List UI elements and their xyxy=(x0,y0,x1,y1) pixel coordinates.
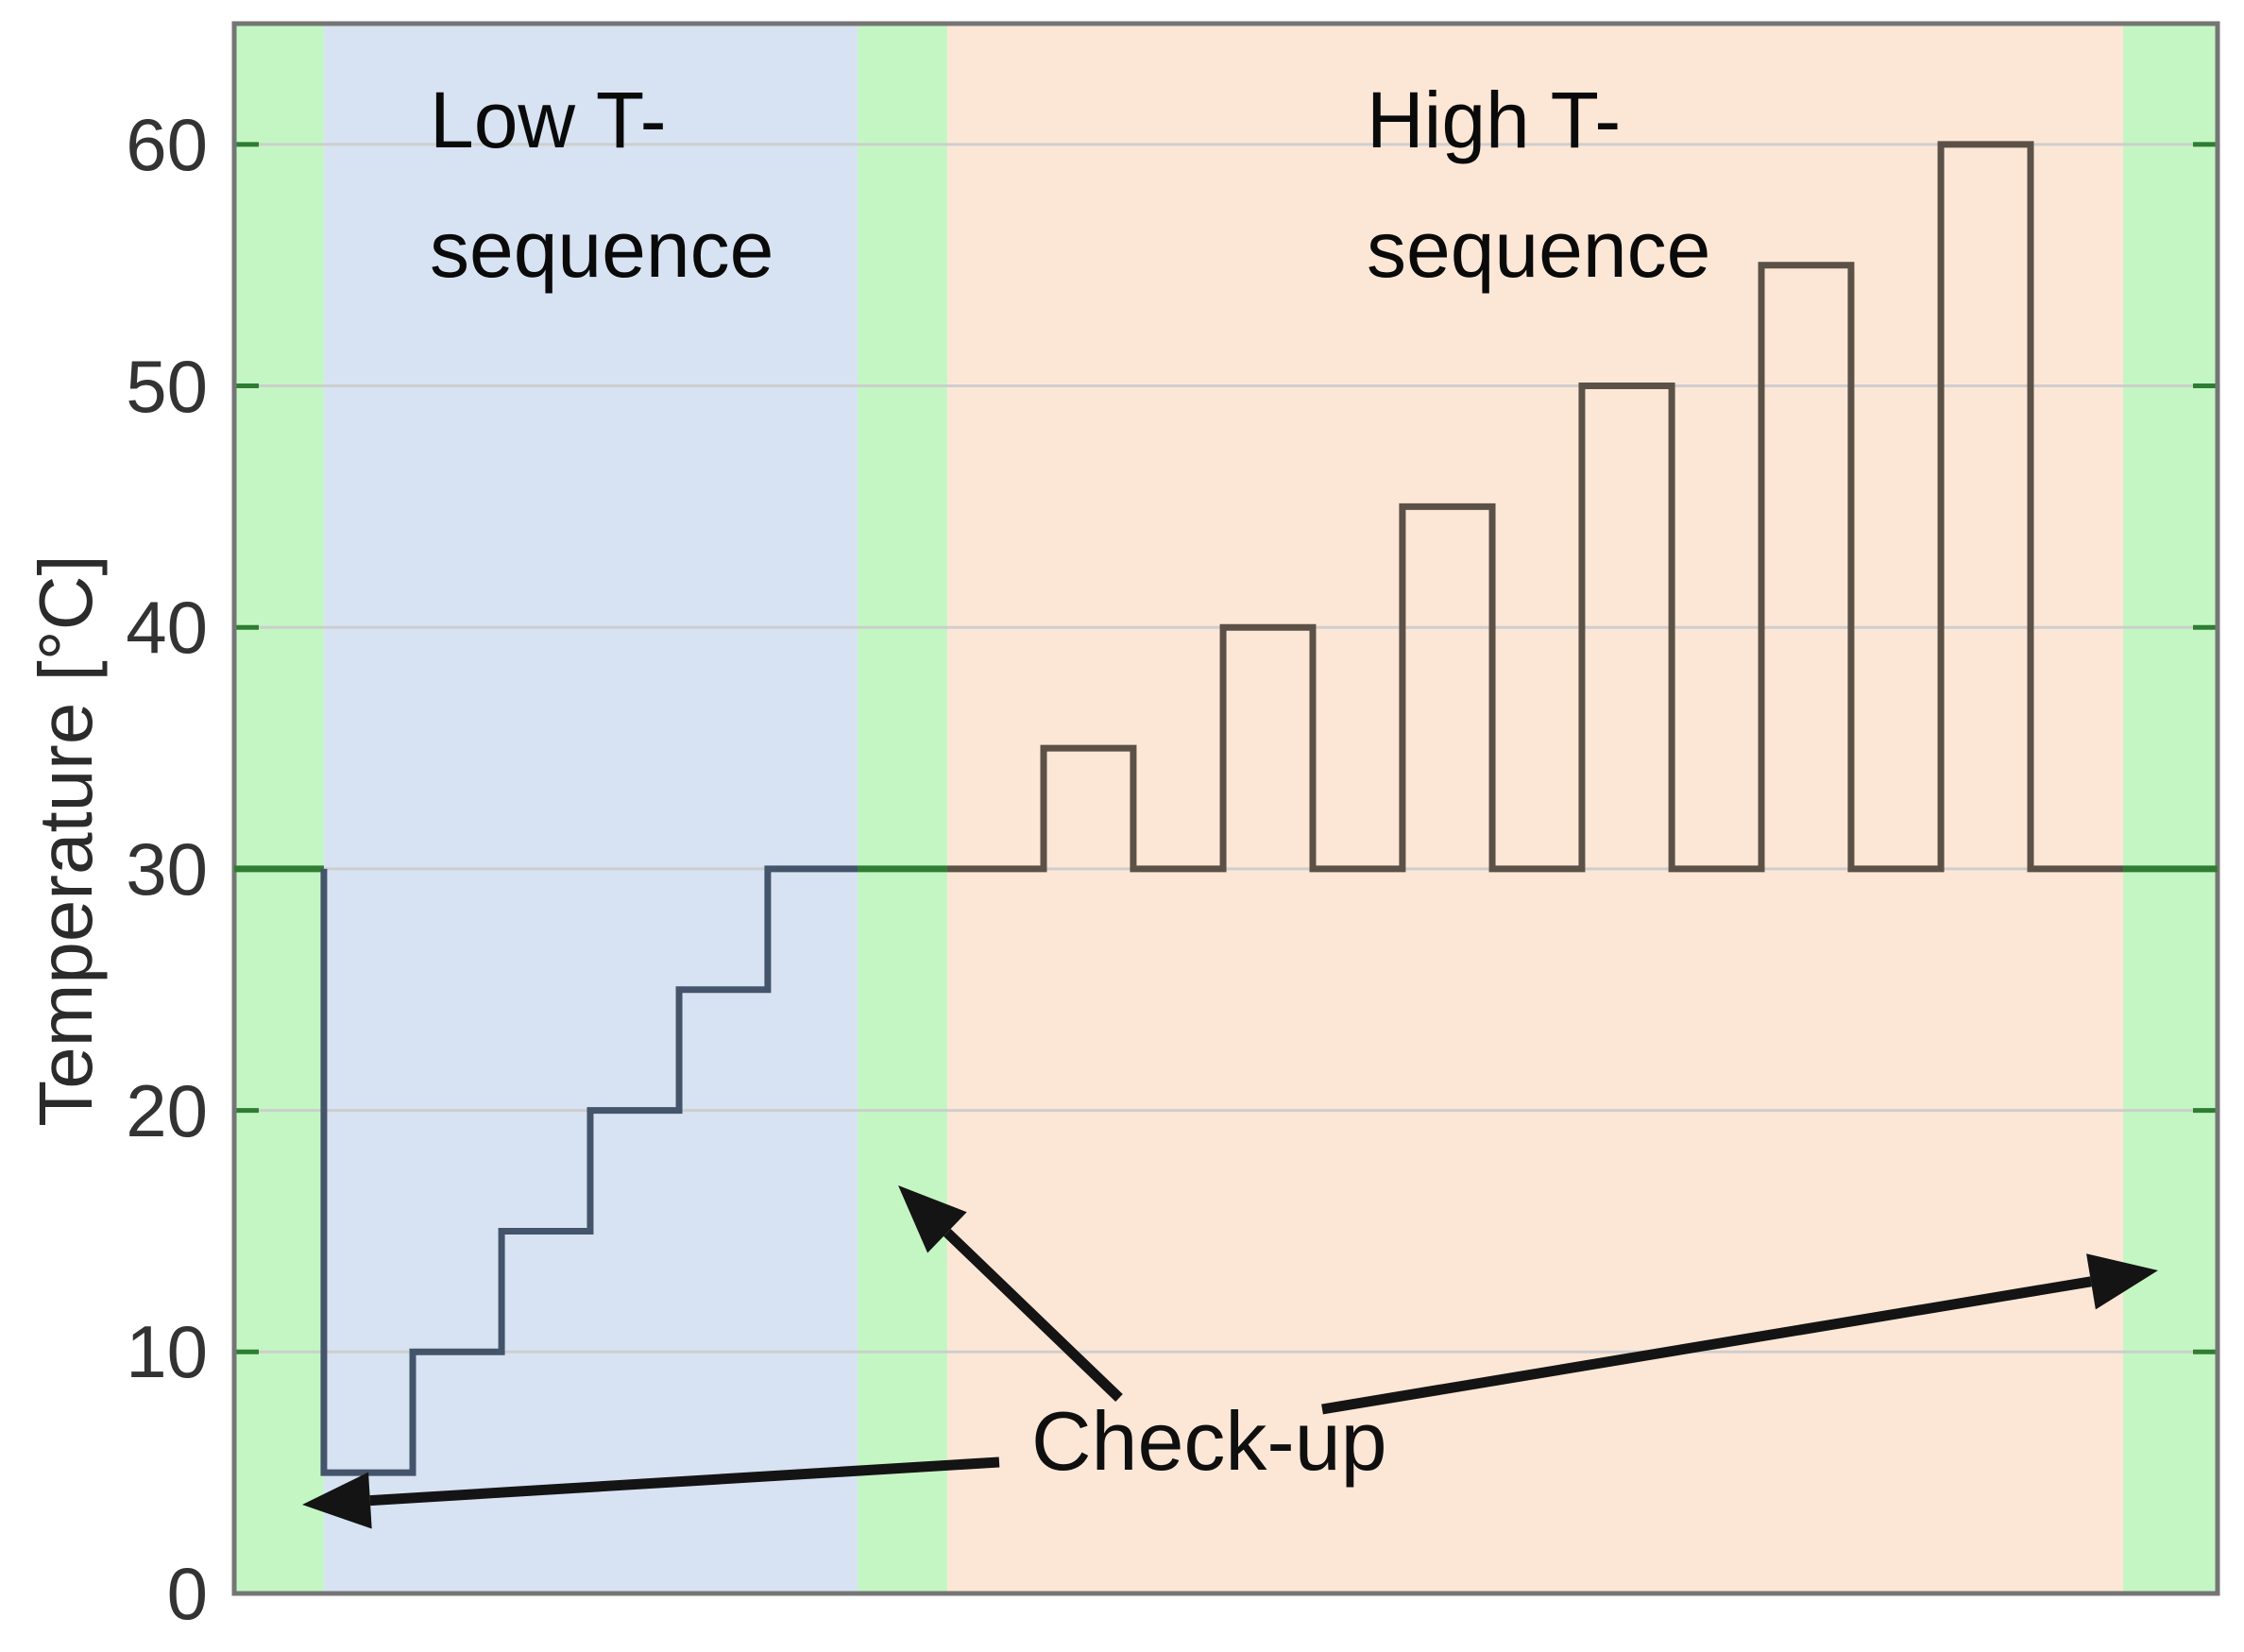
arrow-to-middle-checkup-head xyxy=(898,1185,967,1253)
region-high-t-sequence xyxy=(946,24,2124,1593)
region-low-t-sequence xyxy=(323,24,858,1593)
series-low-t-steps xyxy=(320,865,858,1476)
y-axis-tick-label-0: 0 xyxy=(166,1552,208,1635)
arrow-to-right-checkup-head xyxy=(2086,1253,2158,1310)
region-check-up-middle xyxy=(858,24,947,1593)
region-check-up-right xyxy=(2123,24,2218,1593)
high-t-sequence-label-line2: sequence xyxy=(1367,205,1711,294)
high-t-sequence-label-line1: High T- xyxy=(1367,76,1622,164)
check-up-label: Check-up xyxy=(1031,1394,1387,1488)
y-axis-tick-label-10: 10 xyxy=(126,1310,208,1394)
low-t-sequence-label-line1: Low T- xyxy=(430,76,667,164)
arrow-to-middle-checkup-shaft xyxy=(944,1228,1123,1402)
high-t-sequence-label: High T- sequence xyxy=(1367,56,1710,315)
y-axis-tick-label-50: 50 xyxy=(126,344,208,428)
y-axis-tick-label-30: 30 xyxy=(126,826,208,911)
low-t-sequence-label-line2: sequence xyxy=(430,205,774,294)
low-t-sequence-label: Low T- sequence xyxy=(430,56,774,315)
arrow-to-left-checkup-shaft xyxy=(369,1456,1000,1507)
region-check-up-left xyxy=(234,24,324,1593)
plot-border xyxy=(231,21,2220,1596)
arrow-to-right-checkup-shaft xyxy=(1321,1276,2092,1415)
series-high-t-pulses xyxy=(946,141,2124,873)
arrow-to-left-checkup-head xyxy=(302,1472,372,1529)
y-axis-tick-label-20: 20 xyxy=(126,1068,208,1152)
y-axis-tick-label-60: 60 xyxy=(126,102,208,186)
y-axis-tick-label-40: 40 xyxy=(126,586,208,670)
